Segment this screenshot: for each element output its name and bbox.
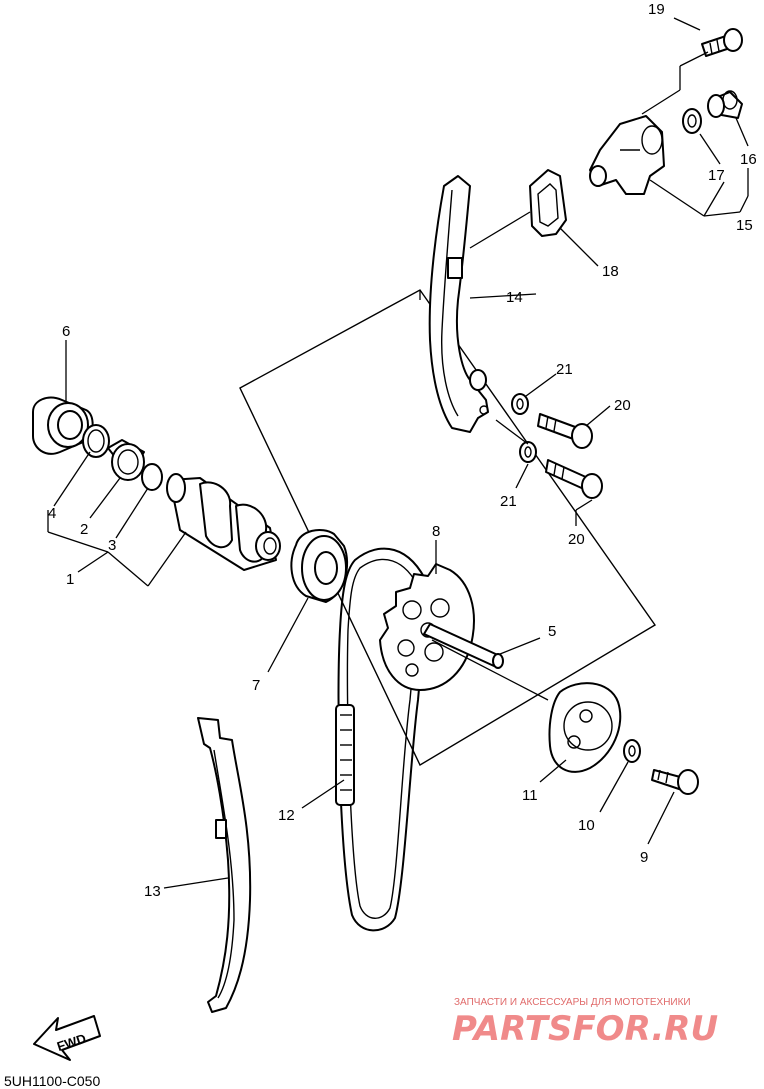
callout-7: 7 — [252, 677, 260, 694]
callout-19: 19 — [648, 1, 665, 18]
callout-17: 17 — [708, 167, 725, 184]
watermark-tagline: ЗАПЧАСТИ И АКСЕССУАРЫ ДЛЯ МОТОТЕХНИКИ — [454, 997, 691, 1008]
callout-5: 5 — [548, 623, 556, 640]
callout-14: 14 — [506, 289, 523, 306]
callout-21-upper: 21 — [556, 361, 573, 378]
part-20-bolt-lower — [545, 459, 603, 499]
part-13-chain-guide — [197, 717, 252, 1013]
callout-13: 13 — [144, 883, 161, 900]
callout-2: 2 — [80, 521, 88, 538]
part-21-washer-lower — [519, 441, 537, 463]
callout-11: 11 — [522, 787, 538, 804]
part-3-o-ring — [141, 463, 163, 491]
part-9-bolt — [651, 769, 699, 795]
callout-20-upper: 20 — [614, 397, 631, 414]
part-16-cap-bolt — [707, 90, 743, 119]
part-4-circlip — [82, 424, 110, 458]
fwd-arrow-icon: FWD — [33, 1015, 101, 1061]
part-1-camshaft — [166, 473, 281, 571]
watermark-logo: PARTSFOR.RU — [452, 1009, 718, 1049]
part-5-dowel-pin — [423, 623, 549, 701]
part-10-washer — [623, 739, 641, 763]
callout-20-lower: 20 — [568, 531, 585, 548]
partsfor-watermark: ЗАПЧАСТИ И АКСЕССУАРЫ ДЛЯ МОТОТЕХНИКИ PA… — [452, 997, 718, 1049]
callout-18: 18 — [602, 263, 619, 280]
part-7-bearing — [290, 529, 349, 603]
callout-4: 4 — [48, 505, 56, 522]
callout-1: 1 — [66, 571, 74, 588]
part-14-chain-guide — [428, 175, 489, 433]
callout-10: 10 — [578, 817, 595, 834]
callout-15: 15 — [736, 217, 753, 234]
callout-12: 12 — [278, 807, 295, 824]
part-20-bolt-upper — [537, 413, 593, 449]
diagram-code: 5UH1100-C050 — [4, 1073, 100, 1089]
part-17-washer — [682, 108, 702, 134]
callout-labels: 1 2 3 4 5 6 7 8 9 10 11 12 13 14 15 16 1… — [48, 1, 757, 900]
callout-21-lower: 21 — [500, 493, 517, 510]
part-8-cam-sprocket — [379, 563, 475, 691]
part-2-bushing — [107, 439, 145, 481]
callout-9: 9 — [640, 849, 648, 866]
part-6-bearing — [32, 396, 94, 455]
part-21-washer-upper — [511, 393, 529, 415]
callout-16: 16 — [740, 151, 757, 168]
leader-lines — [47, 17, 749, 889]
part-19-bolt — [701, 28, 743, 57]
callout-8: 8 — [432, 523, 440, 540]
part-11-plate — [548, 682, 622, 773]
callout-6: 6 — [62, 323, 70, 340]
callout-3: 3 — [108, 537, 116, 554]
assembly-outline — [239, 289, 657, 766]
part-18-gasket — [529, 169, 567, 237]
part-15-tensioner — [589, 115, 665, 195]
